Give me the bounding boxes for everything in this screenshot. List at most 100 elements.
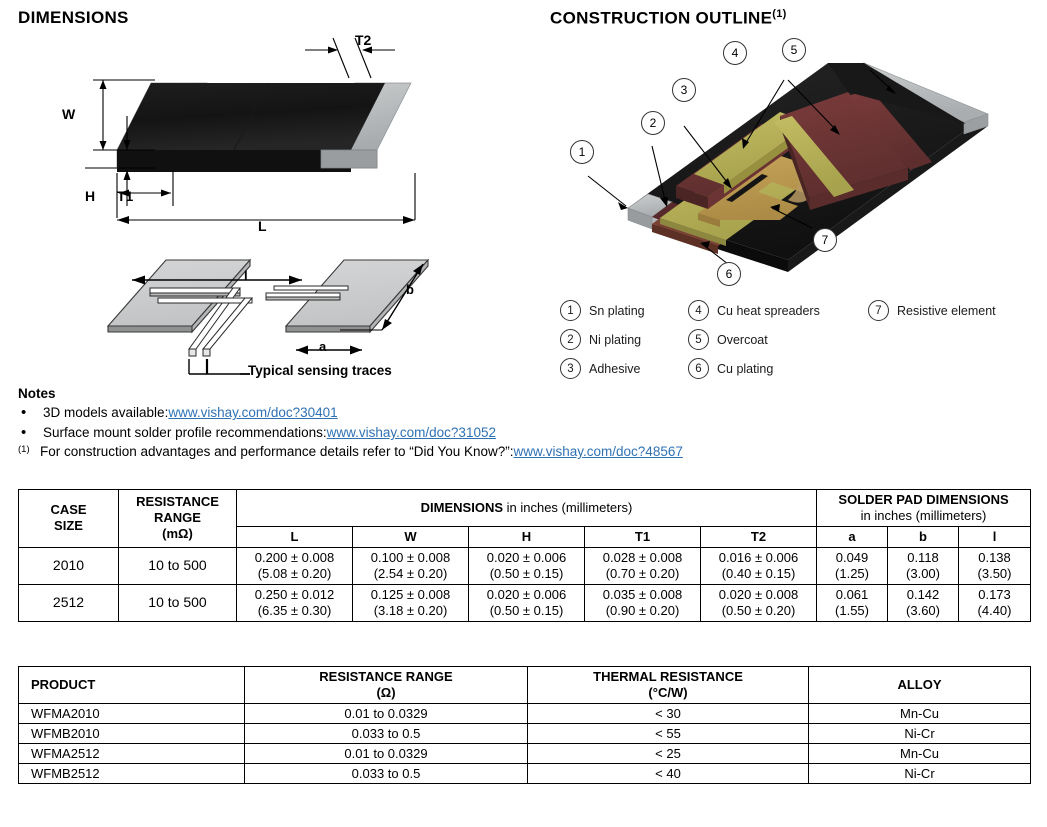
callout-3-label: 3 (680, 83, 688, 97)
header-col-a: a (816, 526, 889, 548)
note-1-marker: • (21, 404, 27, 421)
table-row: 2512 10 to 500 0.250 ± 0.012 (6.35 ± 0.3… (18, 584, 1032, 623)
legend-number-6: 6 (688, 358, 709, 379)
cell-L-mm: (6.35 ± 0.30) (257, 603, 332, 619)
cell-thermal-resistance: < 40 (527, 763, 809, 785)
cell-thermal-resistance: < 55 (527, 723, 809, 745)
callout-5: 5 (782, 38, 806, 62)
dimension-label-a: a (319, 339, 327, 354)
dimension-label-t2: T2 (355, 32, 372, 48)
legend-number-3: 3 (560, 358, 581, 379)
cell-H: 0.020 ± 0.006 (0.50 ± 0.15) (468, 584, 585, 623)
legend-item-3: 3 Adhesive (560, 358, 645, 379)
notes-block: Notes • 3D models available: www.vishay.… (18, 386, 683, 459)
legend-label-4: Cu heat spreaders (717, 303, 820, 318)
cell-W-mm: (3.18 ± 0.20) (373, 603, 448, 619)
header-resistance-range: RESISTANCE RANGE (Ω) (244, 665, 528, 705)
cell-alloy: Mn-Cu (808, 743, 1031, 765)
header-thermal-resistance-line2: (°C/W) (648, 685, 688, 701)
callout-4-label: 4 (731, 46, 739, 60)
dimensions-table-header-row-2: L W H T1 T2 a b l (19, 526, 1032, 548)
note-item-1: • 3D models available: www.vishay.com/do… (18, 404, 683, 421)
cell-alloy: Ni-Cr (808, 763, 1031, 785)
cell-T1: 0.028 ± 0.008 (0.70 ± 0.20) (584, 546, 701, 586)
cell-b: 0.118 (3.00) (887, 546, 960, 586)
construction-legend-column-1: 1 Sn plating 2 Ni plating 3 Adhesive (560, 300, 645, 387)
header-col-W: W (352, 526, 469, 548)
dimensions-section-title: DIMENSIONS (18, 8, 129, 27)
legend-label-6: Cu plating (717, 361, 774, 376)
dimension-label-b: b (406, 282, 414, 297)
table-row: WFMA2512 0.01 to 0.0329 < 25 Mn-Cu (18, 743, 1031, 765)
cell-l: 0.138 (3.50) (958, 546, 1032, 586)
cell-T2-inch: 0.016 ± 0.006 (718, 549, 799, 565)
callout-5-label: 5 (790, 43, 798, 57)
table-row: WFMA2010 0.01 to 0.0329 < 30 Mn-Cu (18, 703, 1031, 725)
legend-number-5: 5 (688, 329, 709, 350)
cell-a-inch: 0.061 (835, 587, 869, 603)
cell-l-inch: 0.138 (978, 549, 1011, 565)
cell-H-mm: (0.50 ± 0.15) (489, 565, 564, 581)
header-thermal-resistance-line1: THERMAL RESISTANCE (593, 669, 743, 684)
note-item-2: • Surface mount solder profile recommend… (18, 424, 683, 441)
cell-L-inch: 0.200 ± 0.008 (254, 549, 335, 565)
cell-T1-inch: 0.028 ± 0.008 (602, 549, 683, 565)
cell-L: 0.250 ± 0.012 (6.35 ± 0.30) (236, 584, 353, 623)
cell-H: 0.020 ± 0.006 (0.50 ± 0.15) (468, 546, 585, 586)
header-resistance-range-line1: RESISTANCE (136, 494, 219, 510)
cell-b-inch: 0.142 (906, 587, 940, 603)
cell-alloy: Ni-Cr (808, 723, 1031, 745)
header-col-b: b (887, 526, 960, 548)
cell-W-inch: 0.125 ± 0.008 (370, 587, 451, 603)
legend-item-7: 7 Resistive element (868, 300, 996, 321)
callout-1-label: 1 (578, 145, 586, 159)
table-row: 2010 10 to 500 0.200 ± 0.008 (5.08 ± 0.2… (18, 546, 1032, 586)
header-resistance-range-line3: (mΩ) (162, 526, 193, 542)
construction-title-superscript: (1) (772, 8, 787, 20)
products-table-wrapper: PRODUCT RESISTANCE RANGE (Ω) THERMAL RES… (18, 665, 1031, 785)
cell-resistance-range: 0.033 to 0.5 (244, 763, 528, 785)
legend-label-5: Overcoat (717, 332, 768, 347)
header-dimensions-rest: in inches (millimeters) (503, 500, 633, 516)
cell-resistance-range: 0.033 to 0.5 (244, 723, 528, 745)
note-1-text: 3D models available: (43, 405, 169, 420)
cell-a-inch: 0.049 (835, 549, 869, 565)
header-resistance-range-line2: (Ω) (376, 685, 396, 701)
cell-L-mm: (5.08 ± 0.20) (257, 565, 332, 581)
cell-b: 0.142 (3.60) (887, 584, 960, 623)
cell-W-mm: (2.54 ± 0.20) (373, 565, 448, 581)
cell-case-size: 2010 (18, 546, 119, 586)
callout-3: 3 (672, 78, 696, 102)
header-product: PRODUCT (18, 665, 245, 705)
cell-l-mm: (3.50) (977, 565, 1012, 581)
cell-product: WFMB2512 (18, 763, 245, 785)
cell-W: 0.125 ± 0.008 (3.18 ± 0.20) (352, 584, 469, 623)
header-case-size-line1: CASE (50, 502, 87, 518)
header-solder-pad-group: SOLDER PAD DIMENSIONS in inches (millime… (816, 488, 1032, 528)
header-col-T2: T2 (699, 526, 818, 548)
cell-W-inch: 0.100 ± 0.008 (370, 549, 451, 565)
note-2-link[interactable]: www.vishay.com/doc?31052 (326, 425, 496, 440)
legend-item-6: 6 Cu plating (688, 358, 820, 379)
note-1-link[interactable]: www.vishay.com/doc?30401 (168, 405, 338, 420)
cell-product: WFMA2010 (18, 703, 245, 725)
note-3-text: For construction advantages and performa… (40, 444, 514, 459)
header-col-H: H (468, 526, 585, 548)
dimension-label-small-l: l (244, 268, 248, 283)
dimension-label-w: W (62, 106, 76, 122)
note-3-link[interactable]: www.vishay.com/doc?48567 (513, 444, 683, 459)
cell-T2: 0.016 ± 0.006 (0.40 ± 0.15) (699, 546, 818, 586)
products-table-header-row: PRODUCT RESISTANCE RANGE (Ω) THERMAL RES… (18, 665, 1031, 705)
dimension-label-h: H (85, 188, 96, 204)
note-2-marker: • (21, 424, 27, 441)
construction-legend-column-3: 7 Resistive element (868, 300, 996, 329)
header-resistance-range: RESISTANCE RANGE (mΩ) (118, 489, 237, 548)
note-2-text: Surface mount solder profile recommendat… (43, 425, 327, 440)
header-thermal-resistance: THERMAL RESISTANCE (°C/W) (527, 665, 809, 705)
cell-a-mm: (1.55) (835, 603, 869, 619)
cell-H-inch: 0.020 ± 0.006 (486, 549, 567, 565)
cell-H-inch: 0.020 ± 0.006 (486, 587, 567, 603)
construction-outline-drawing (548, 28, 1038, 290)
cell-l-inch: 0.173 (978, 587, 1011, 603)
header-resistance-range-line2: RANGE (154, 510, 201, 526)
